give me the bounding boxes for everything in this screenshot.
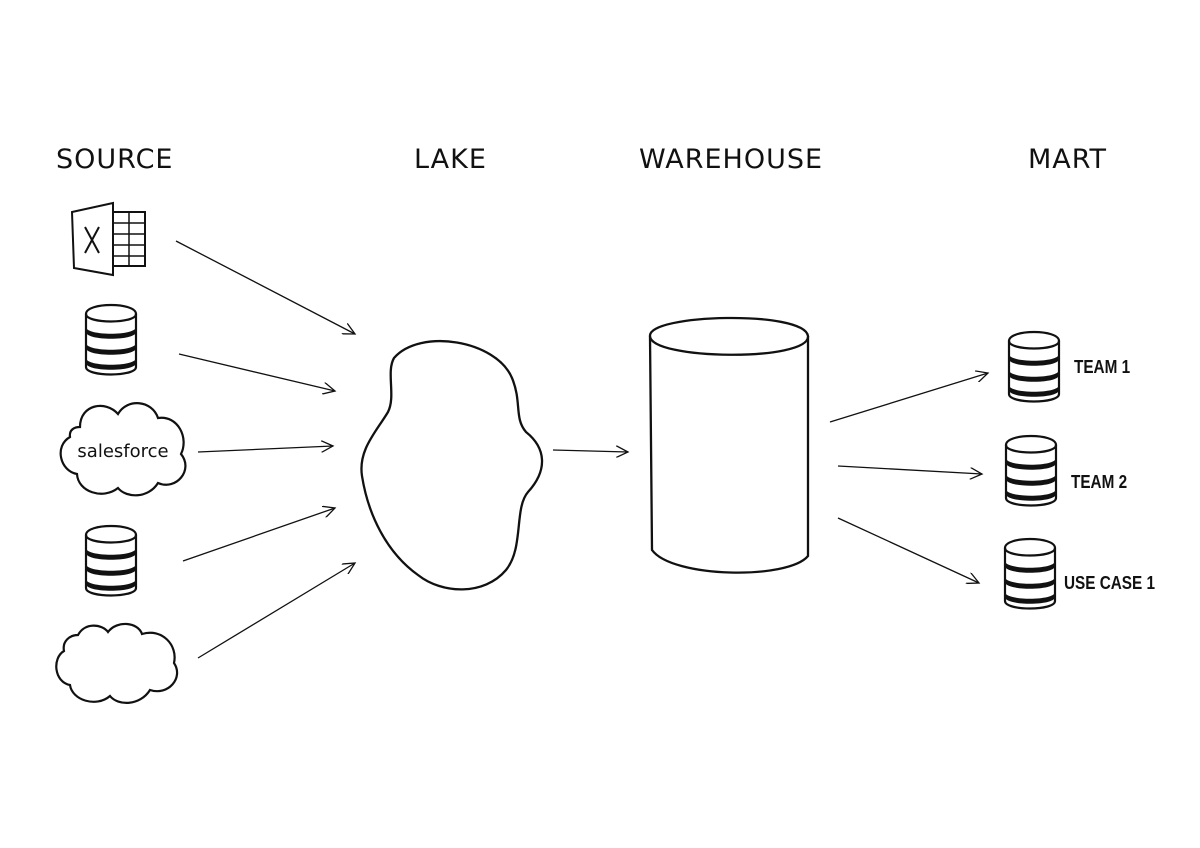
arrow-warehouse-to-team1: [829, 373, 988, 423]
arrow-warehouse-to-team2: [837, 465, 982, 474]
arrow-db2-to-lake: [182, 508, 335, 562]
heading-warehouse: WAREHOUSE: [639, 144, 824, 175]
warehouse-cylinder: [648, 316, 810, 574]
arrow-lake-to-warehouse: [552, 450, 628, 452]
mart-label-use-case-1: USE CASE 1: [1064, 573, 1155, 593]
lake-blob: [360, 339, 544, 591]
heading-source: SOURCE: [56, 144, 174, 175]
arrow-db1-to-lake: [178, 353, 335, 391]
mart-label-team-2: TEAM 2: [1071, 472, 1128, 492]
arrow-salesforce-to-lake: [197, 446, 333, 453]
database-icon: [1003, 537, 1057, 610]
arrow-warehouse-to-usecase1: [837, 517, 979, 583]
heading-mart: MART: [1028, 144, 1108, 175]
database-icon: [84, 303, 138, 376]
database-icon: [1007, 330, 1061, 403]
database-icon: [84, 524, 138, 597]
arrow-cloud-to-lake: [197, 563, 355, 659]
salesforce-cloud-icon: salesforce: [59, 402, 187, 497]
heading-lake: LAKE: [414, 144, 487, 175]
salesforce-label: salesforce: [77, 441, 168, 462]
cloud-icon: [55, 622, 179, 704]
mart-label-team-1: TEAM 1: [1074, 357, 1131, 377]
arrow-excel-to-lake: [175, 240, 355, 334]
database-icon: [1004, 434, 1058, 507]
excel-icon: [70, 201, 146, 277]
